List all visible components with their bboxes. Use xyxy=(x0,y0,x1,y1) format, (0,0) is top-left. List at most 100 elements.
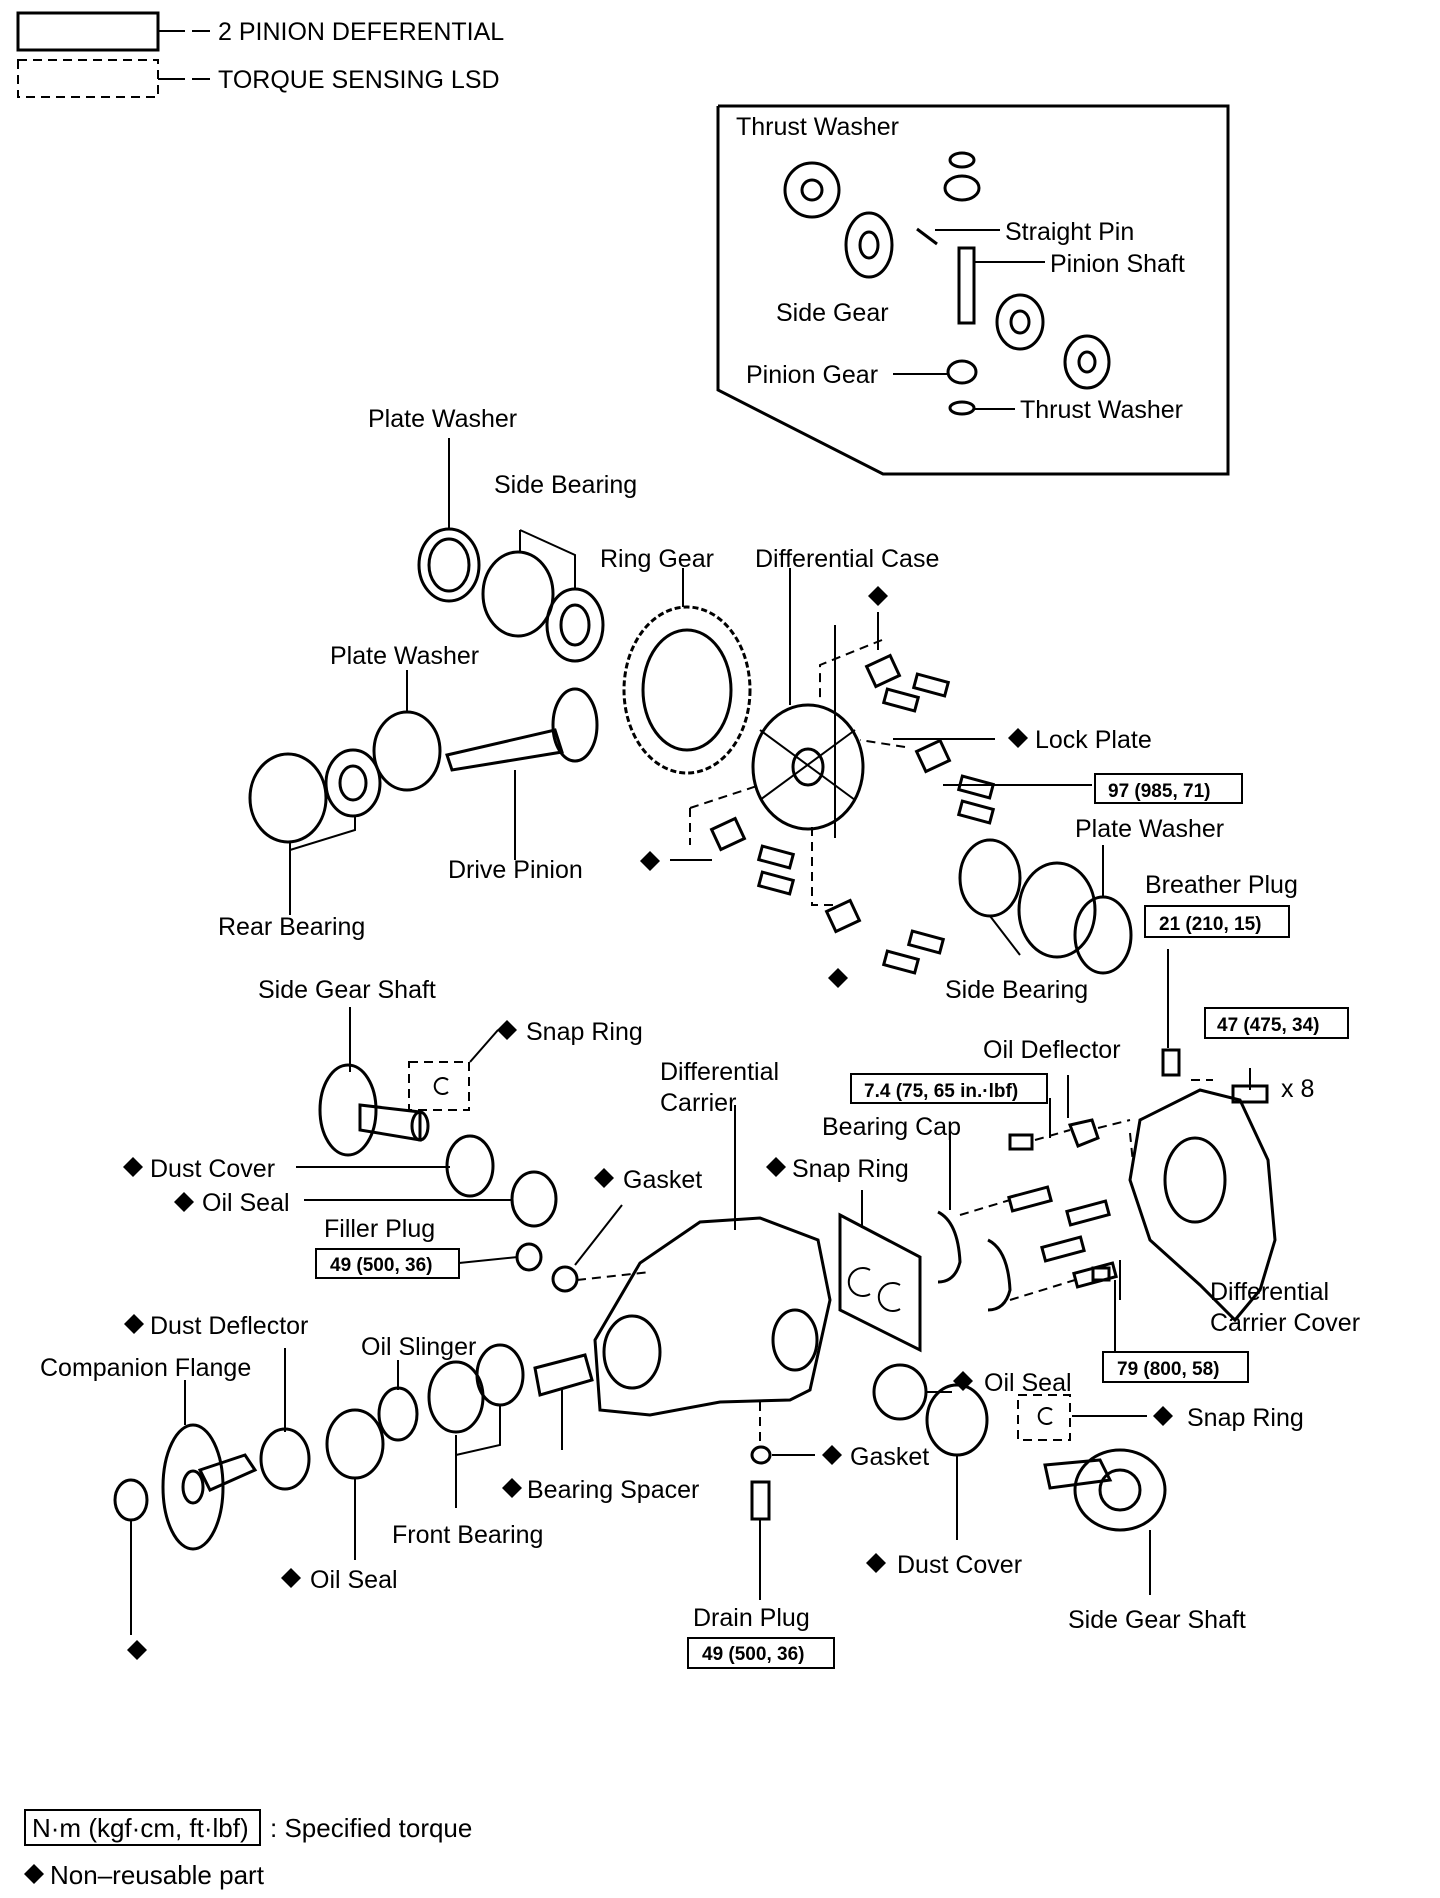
label-rear-bearing: Rear Bearing xyxy=(218,913,365,941)
torque-cover-bolt: 47 (475, 34) xyxy=(1217,1015,1319,1036)
nonreusable-marker xyxy=(1008,728,1028,748)
label-differential-carrier-1: Differential xyxy=(660,1058,779,1086)
label-side-gear-shaft-2: Side Gear Shaft xyxy=(1068,1606,1246,1634)
rear-bearing-cone-part xyxy=(324,748,382,818)
nonreusable-marker xyxy=(822,1445,842,1465)
label-diff-carrier-cover-1: Differential xyxy=(1210,1278,1329,1306)
legend-bottom: N·m (kgf·cm, ft·lbf) : Specified torque … xyxy=(24,1809,472,1890)
label-dust-cover-2: Dust Cover xyxy=(897,1551,1022,1579)
nonreusable-marker xyxy=(123,1157,143,1177)
label-bearing-spacer: Bearing Spacer xyxy=(527,1476,699,1504)
dust-deflector-part xyxy=(259,1427,311,1491)
deflector-bolt-part xyxy=(1008,1133,1034,1151)
label-oil-seal-2: Oil Seal xyxy=(310,1566,398,1594)
nonreusable-desc: Non–reusable part xyxy=(50,1860,265,1890)
label-bearing-cap: Bearing Cap xyxy=(822,1113,961,1141)
upper-leaders xyxy=(289,438,1104,956)
plate-washer-2-part xyxy=(372,710,442,792)
nonreusable-marker xyxy=(174,1192,194,1212)
torque-box-cover-bolt xyxy=(1204,1007,1349,1039)
nonreusable-marker xyxy=(124,1314,144,1334)
nonreusable-marker xyxy=(828,968,848,988)
torque-box-deflector-bolt xyxy=(850,1073,1048,1104)
torque-box-filler-plug xyxy=(315,1248,460,1279)
torque-filler-plug: 49 (500, 36) xyxy=(330,1255,432,1276)
pinion-differential-inset: Thrust Washer Straight Pin Pinion Shaft … xyxy=(716,104,1230,476)
oil-seal-left-part xyxy=(510,1170,558,1228)
nonreusable-marker xyxy=(640,851,660,871)
label-oil-slinger: Oil Slinger xyxy=(361,1333,476,1361)
torque-units: N·m (kgf·cm, ft·lbf) xyxy=(32,1813,249,1843)
thrust-washer-small-part xyxy=(948,400,976,416)
legend-dashed-label: TORQUE SENSING LSD xyxy=(218,66,500,94)
torque-legend-box xyxy=(24,1809,261,1846)
label-front-bearing: Front Bearing xyxy=(392,1521,543,1549)
side-bearing-cup-2-part xyxy=(1017,861,1097,959)
snap-ring-plate xyxy=(838,1212,922,1353)
nut-part xyxy=(113,1478,149,1522)
oil-deflector-part xyxy=(1067,1118,1100,1148)
upper-assembly xyxy=(248,527,1133,975)
dust-cover-left-part xyxy=(445,1134,495,1198)
nonreusable-marker xyxy=(953,1371,973,1391)
torque-box-breather-plug xyxy=(1144,905,1290,938)
label-differential-carrier-2: Carrier xyxy=(660,1089,736,1117)
lower-labels: Side Gear Shaft Snap Ring Oil Deflector … xyxy=(40,976,1360,1669)
label-x8: x 8 xyxy=(1281,1075,1314,1103)
drain-plug-part xyxy=(750,1480,771,1521)
label-ring-gear: Ring Gear xyxy=(600,545,714,573)
thrust-washer-part xyxy=(783,161,841,219)
snap-ring-lsd-right xyxy=(1017,1394,1071,1441)
straight-pin-part xyxy=(916,227,938,246)
lock-plate-bolts xyxy=(709,653,996,975)
nonreusable-marker xyxy=(866,1553,886,1573)
label-snap-ring-2: Snap Ring xyxy=(792,1155,909,1183)
label-plate-washer-2: Plate Washer xyxy=(330,642,479,670)
side-bearing-cup-part xyxy=(481,550,555,638)
differential-carrier-part xyxy=(593,1216,832,1417)
label-drain-plug: Drain Plug xyxy=(693,1604,810,1632)
dust-cover-right-part xyxy=(925,1383,989,1457)
pinion-gear-part xyxy=(946,359,978,385)
lower-leaders xyxy=(130,949,1251,1635)
plate-washer-part xyxy=(417,527,481,603)
torque-deflector-bolt: 7.4 (75, 65 in.·lbf) xyxy=(864,1081,1018,1102)
label-plate-washer-1: Plate Washer xyxy=(368,405,517,433)
label-lock-plate: Lock Plate xyxy=(1035,726,1152,754)
label-straight-pin: Straight Pin xyxy=(1005,218,1134,246)
gasket-drain-part xyxy=(750,1445,772,1465)
nonreusable-marker xyxy=(766,1157,786,1177)
torque-desc: : Specified torque xyxy=(270,1813,472,1843)
companion-flange-part xyxy=(161,1423,258,1551)
nonreusable-marker xyxy=(868,586,888,606)
oil-slinger-part xyxy=(377,1386,419,1442)
filler-plug-part xyxy=(515,1242,543,1272)
label-differential-case: Differential Case xyxy=(755,545,939,573)
gasket-filler-part xyxy=(551,1265,579,1293)
side-gear-shaft-right-part xyxy=(1043,1448,1167,1532)
label-filler-plug: Filler Plug xyxy=(324,1215,435,1243)
label-oil-seal-1: Oil Seal xyxy=(202,1189,290,1217)
label-thrust-washer-bottom: Thrust Washer xyxy=(1020,396,1183,424)
side-bearing-cone-2-part xyxy=(958,838,1022,918)
small-gear-part xyxy=(943,151,981,202)
label-gasket-2: Gasket xyxy=(850,1443,929,1471)
rear-bearing-cup-part xyxy=(248,752,328,844)
label-thrust-washer-top: Thrust Washer xyxy=(736,113,899,141)
snap-ring-lsd-left xyxy=(408,1061,470,1111)
label-side-gear: Side Gear xyxy=(776,299,889,327)
torque-bearing-cap-bolt: 79 (800, 58) xyxy=(1117,1359,1219,1380)
nonreusable-marker xyxy=(594,1168,614,1188)
torque-box-bearing-cap-bolt xyxy=(1102,1351,1249,1383)
side-bearing-cone-part xyxy=(545,587,605,663)
torque-box-drain-plug xyxy=(687,1637,835,1669)
lower-assembly xyxy=(113,1048,1277,1551)
label-oil-seal-3: Oil Seal xyxy=(984,1369,1072,1397)
label-side-bearing-2: Side Bearing xyxy=(945,976,1088,1004)
label-drive-pinion: Drive Pinion xyxy=(448,856,583,884)
front-bearing-cup-part xyxy=(475,1343,525,1407)
label-diff-carrier-cover-2: Carrier Cover xyxy=(1210,1309,1360,1337)
side-gear-part-2 xyxy=(995,293,1045,351)
torque-drain-plug: 49 (500, 36) xyxy=(702,1644,804,1665)
